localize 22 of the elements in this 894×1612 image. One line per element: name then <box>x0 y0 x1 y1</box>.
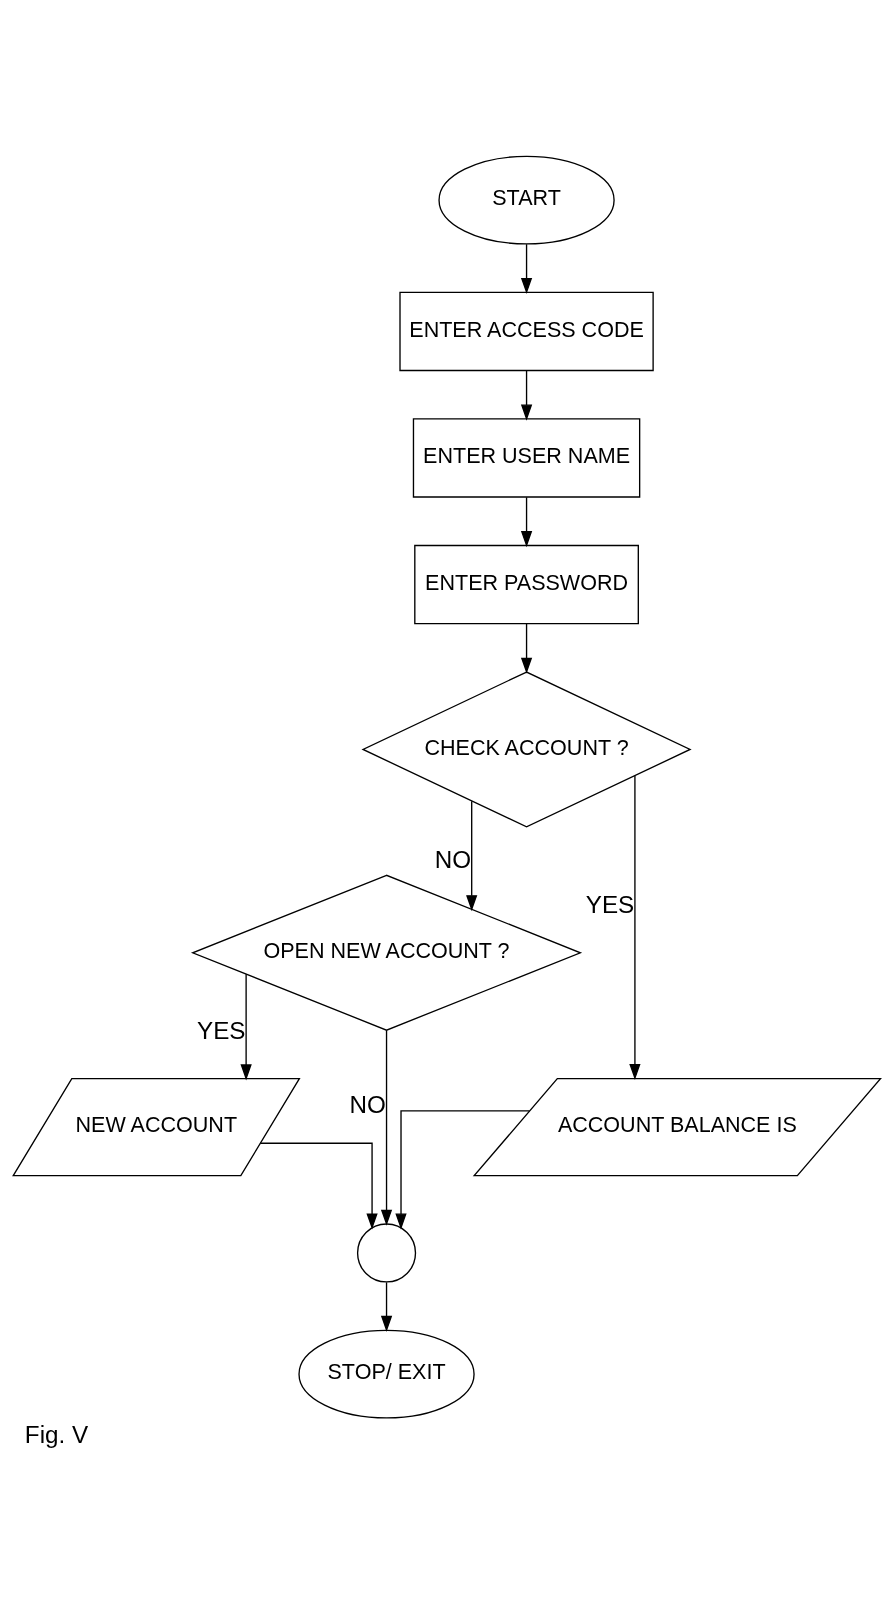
node-circle <box>356 1223 417 1283</box>
arrow <box>240 973 252 1081</box>
node-ellipse: STOP/ EXIT <box>298 1329 475 1419</box>
arrow <box>380 1281 393 1332</box>
edge-label: NO <box>434 845 472 873</box>
edge-label: YES <box>585 890 635 918</box>
arrow <box>520 496 533 548</box>
node-diamond: CHECK ACCOUNT ? <box>361 671 692 828</box>
arrow <box>629 775 641 1081</box>
arrow <box>520 243 533 295</box>
node-box: ENTER USER NAME <box>412 418 641 498</box>
arrow <box>520 622 533 674</box>
arrow <box>520 370 533 421</box>
node-box: ENTER ACCESS CODE <box>399 291 654 372</box>
edge-label: NO <box>349 1090 386 1118</box>
node-box: ENTER PASSWORD <box>414 544 639 625</box>
arrow <box>259 1142 378 1230</box>
caption: Fig. V <box>24 1420 89 1448</box>
node-ellipse: START <box>438 155 615 245</box>
arrow <box>380 1029 393 1226</box>
arrow <box>395 1110 531 1230</box>
arrow <box>466 800 478 912</box>
